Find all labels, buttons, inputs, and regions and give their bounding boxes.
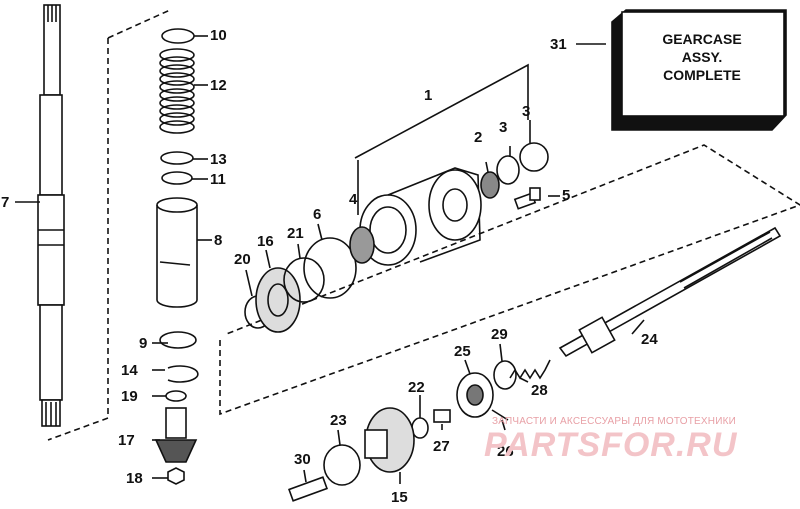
- callout-4: 4: [349, 191, 358, 208]
- washer-3a: [496, 155, 520, 185]
- callout-12: 12: [210, 77, 227, 94]
- gearcase-label-line-2: ASSY.: [681, 49, 723, 65]
- reverse-gear-15: [364, 407, 415, 473]
- gearcase-label-line-3: COMPLETE: [663, 67, 741, 83]
- pin-26: [491, 409, 509, 421]
- callout-7: 7: [1, 194, 10, 211]
- ring-11: [161, 171, 193, 185]
- forward-gear-16: [255, 267, 301, 333]
- washer-19: [165, 390, 187, 402]
- clutch-dog-25: [456, 372, 494, 418]
- plate-9: [159, 331, 197, 349]
- dashed-boundary-shaft-group: [107, 9, 171, 39]
- pinion-gear-17: [154, 407, 198, 463]
- bearing-30: [288, 476, 328, 502]
- ring-29: [493, 360, 517, 390]
- o-ring-6: [303, 237, 357, 299]
- shim-23: [323, 444, 361, 486]
- retaining-clip-14: [167, 365, 199, 383]
- dashed-boundary-propshaft-group: [219, 144, 800, 416]
- washer-13: [160, 151, 194, 165]
- watermark-logo: PARTSFOR.RU: [484, 426, 738, 464]
- callout-29: 29: [491, 326, 508, 343]
- callout-11: 11: [210, 171, 226, 188]
- watermark-tagline: ЗАПЧАСТИ И АКСЕССУАРЫ ДЛЯ МОТОТЕХНИКИ: [492, 416, 737, 427]
- callout-24: 24: [641, 331, 658, 348]
- gearcase-label-line-1: GEARCASE: [662, 31, 742, 47]
- dashed-boundary-left: [47, 38, 109, 441]
- callout-23: 23: [330, 412, 347, 429]
- callout-10: 10: [210, 27, 227, 44]
- callout-25: 25: [454, 343, 471, 360]
- gearcase-assembly-label: GEARCASE ASSY. COMPLETE: [626, 30, 778, 84]
- callout-15: 15: [391, 489, 408, 506]
- callout-16: 16: [257, 233, 274, 250]
- callout-27: 27: [433, 438, 450, 455]
- bearing-4: [349, 226, 375, 264]
- washer-10: [161, 28, 195, 44]
- washer-3b: [519, 142, 549, 172]
- callout-8: 8: [214, 232, 223, 249]
- callout-22: 22: [408, 379, 425, 396]
- bearing-2: [480, 171, 500, 199]
- callout-bracket-1: [354, 63, 529, 159]
- drive-shaft-7: [37, 4, 65, 427]
- callout-13: 13: [210, 151, 227, 168]
- callout-21: 21: [287, 225, 304, 242]
- sleeve-8: [156, 197, 198, 308]
- gearcase-box-31: [611, 9, 787, 131]
- callout-18: 18: [126, 470, 143, 487]
- callout-20: 20: [234, 251, 251, 268]
- callout-2: 2: [474, 129, 483, 146]
- nut-18: [167, 467, 185, 485]
- callout-31: 31: [550, 36, 567, 53]
- shim-21: [283, 257, 325, 303]
- spring-12: [159, 48, 195, 134]
- screw-5: [513, 187, 541, 210]
- callout-1: 1: [424, 87, 433, 104]
- callout-3a: 3: [499, 119, 508, 136]
- callout-5: 5: [562, 187, 571, 204]
- callout-14: 14: [121, 362, 138, 379]
- callout-26: 26: [497, 443, 514, 460]
- callout-19: 19: [121, 388, 138, 405]
- propeller-shaft-24: [558, 226, 782, 358]
- callout-9: 9: [139, 335, 148, 352]
- callout-6: 6: [313, 206, 322, 223]
- pin-27: [433, 409, 451, 423]
- callout-28: 28: [531, 382, 548, 399]
- callout-3b: 3: [522, 103, 531, 120]
- callout-30: 30: [294, 451, 311, 468]
- callout-17: 17: [118, 432, 135, 449]
- bearing-housing-1: [359, 167, 482, 266]
